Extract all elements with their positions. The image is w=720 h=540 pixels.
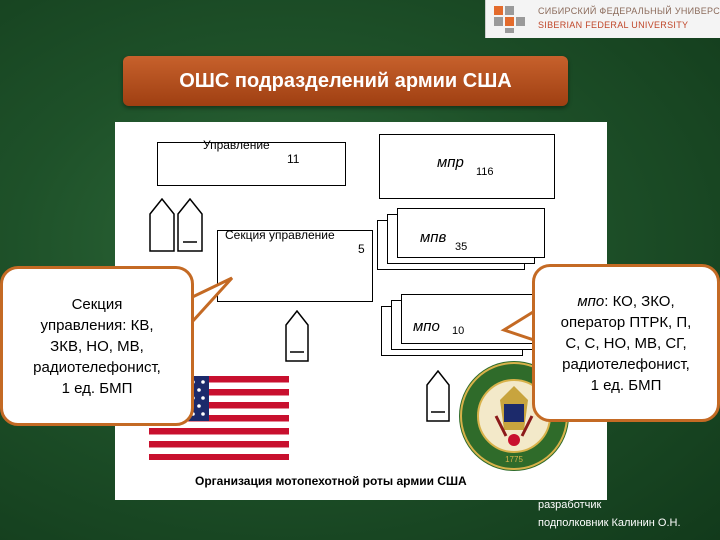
callout-right-line: 1 ед. БМП (590, 376, 662, 394)
callout-right-head: мпо (577, 292, 605, 310)
credit-role: разработчик (538, 499, 602, 511)
hq-box (157, 142, 346, 186)
section-box (217, 230, 373, 302)
hq-count: 11 (287, 152, 300, 166)
callout-left-line: Секция (71, 295, 123, 313)
callout-right-first: : КО, ЗКО, (604, 292, 675, 310)
mpr-count: 116 (476, 166, 494, 178)
section-count: 5 (358, 242, 365, 256)
hq-label: Управление (203, 138, 270, 152)
callout-right-line: оператор ПТРК, П, (560, 313, 692, 331)
mpo-count: 10 (452, 325, 465, 337)
mpv-label: мпв (420, 229, 447, 246)
unit-symbol-leader-icon (426, 370, 450, 422)
callout-left-line: управления: КВ, (40, 316, 154, 334)
author-credit: разработчик подполковник Калинин О.Н. (538, 496, 681, 532)
university-emblem-icon (494, 6, 525, 33)
slide-title: ОШС подразделений армии США (123, 56, 568, 106)
org-chart-panel: Управление 11 мпр 116 Секция управление … (115, 122, 607, 500)
callout-left-line: радиотелефонист, (33, 358, 161, 376)
callout-right: мпо: КО, ЗКО, оператор ПТРК, П, С, С, НО… (532, 264, 720, 422)
callout-left-text: Секция управления: КВ, ЗКВ, НО, МВ, ради… (33, 294, 161, 399)
mpr-label: мпр (437, 154, 464, 171)
callout-right-line: радиотелефонист, (562, 355, 690, 373)
university-name-en: SIBERIAN FEDERAL UNIVERSITY (538, 20, 689, 30)
university-logo: СИБИРСКИЙ ФЕДЕРАЛЬНЫЙ УНИВЕРСИТЕТ SIBERI… (485, 0, 720, 38)
mpo-label: мпо (413, 318, 440, 335)
callout-right-text: мпо: КО, ЗКО, оператор ПТРК, П, С, С, НО… (561, 291, 692, 396)
mpr-box (379, 134, 555, 199)
mpv-count: 35 (455, 241, 468, 253)
unit-symbol-icon (149, 198, 175, 252)
callout-left-line: 1 ед. БМП (61, 379, 133, 397)
credit-name: подполковник Калинин О.Н. (538, 517, 681, 529)
section-label: Секция управление (225, 228, 335, 242)
callout-right-line: мпо: КО, ЗКО, (561, 291, 692, 312)
unit-symbol-leader-icon (177, 198, 203, 252)
callout-right-line: С, С, НО, МВ, СГ, (565, 334, 687, 352)
mpv-box (397, 208, 545, 258)
callout-left: Секция управления: КВ, ЗКВ, НО, МВ, ради… (0, 266, 194, 426)
chart-caption: Организация мотопехотной роты армии США (195, 474, 467, 488)
unit-symbol-leader-icon (285, 310, 309, 362)
university-name-ru: СИБИРСКИЙ ФЕДЕРАЛЬНЫЙ УНИВЕРСИТЕТ (538, 6, 720, 16)
seal-year: 1775 (505, 455, 523, 464)
callout-left-line: ЗКВ, НО, МВ, (50, 337, 144, 355)
